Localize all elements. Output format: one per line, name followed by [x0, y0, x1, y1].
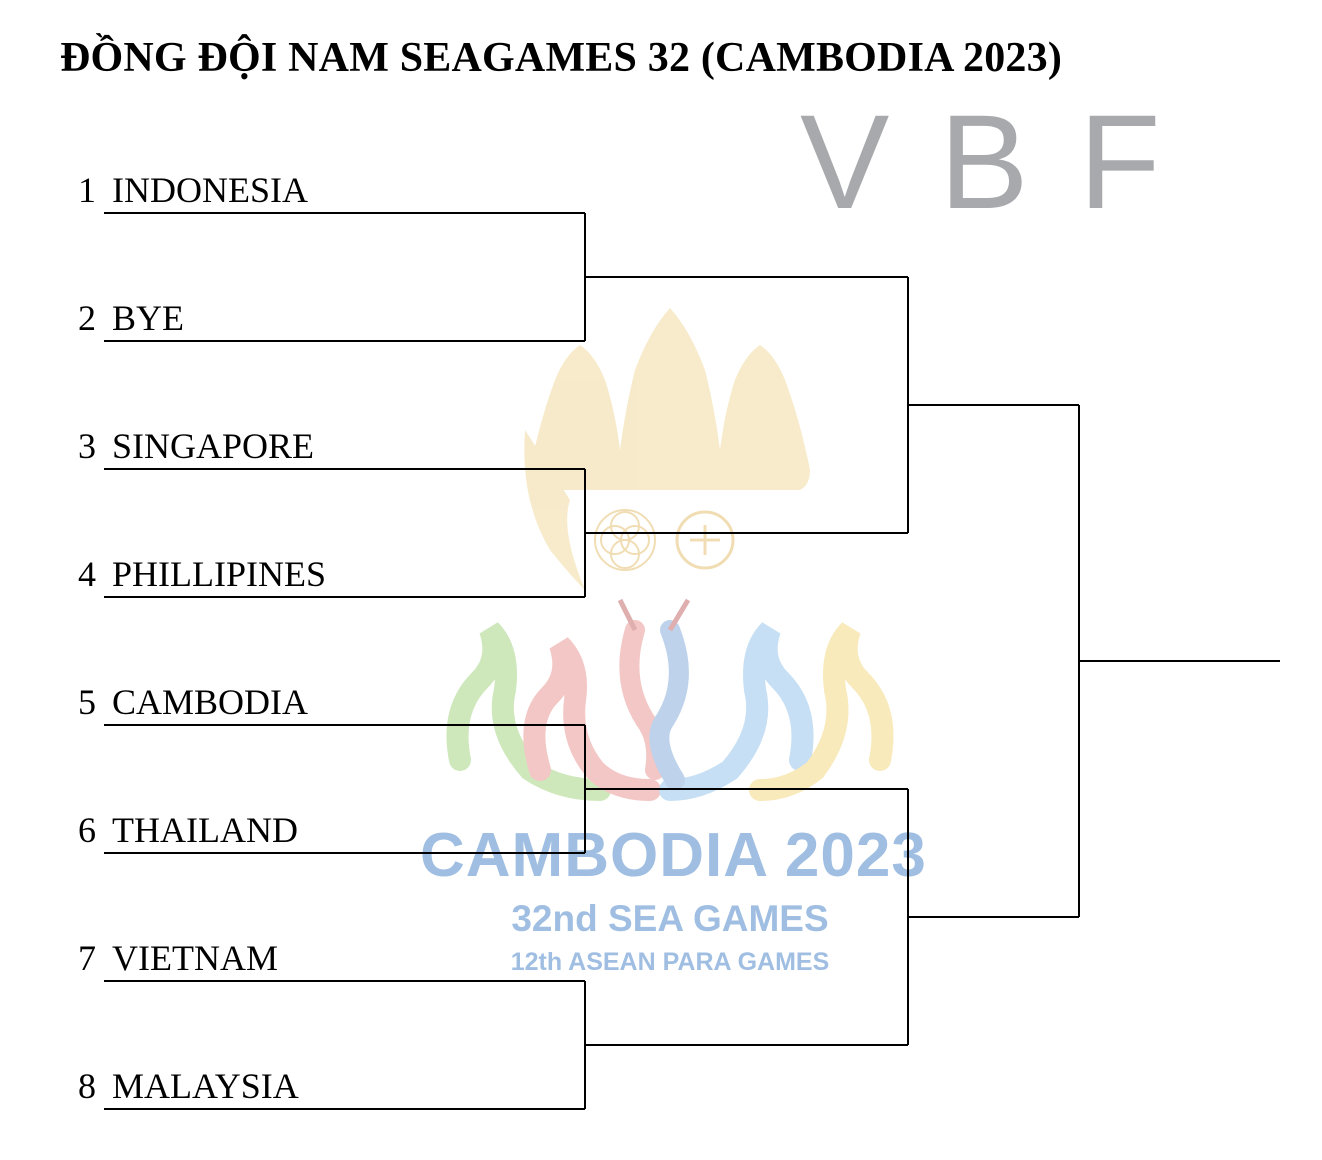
team-name: INDONESIA — [112, 170, 308, 210]
team-seed: 7 — [78, 938, 96, 978]
rings-icon — [594, 509, 656, 571]
emblem-line-1: 32nd SEA GAMES — [511, 898, 829, 939]
team-name: SINGAPORE — [112, 426, 315, 466]
team-name: BYE — [112, 298, 184, 338]
team-name: THAILAND — [112, 810, 298, 850]
team-name: CAMBODIA — [112, 682, 309, 722]
sea-games-emblem-graphic — [446, 308, 894, 801]
team-seed: 8 — [78, 1066, 96, 1106]
team-seed: 3 — [78, 426, 96, 466]
cambodia-2023-emblem: CAMBODIA 2023 32nd SEA GAMES 12th ASEAN … — [420, 300, 927, 1000]
page-title: ĐỒNG ĐỘI NAM SEAGAMES 32 (CAMBODIA 2023) — [60, 35, 1063, 81]
emblem-title: CAMBODIA 2023 — [420, 821, 927, 890]
team-entry-1: 1 INDONESIA — [78, 172, 308, 208]
emblem-line-2: 12th ASEAN PARA GAMES — [510, 948, 830, 976]
team-seed: 5 — [78, 682, 96, 722]
asean-emblem-icon — [675, 510, 735, 570]
team-entry-5: 5 CAMBODIA — [78, 684, 308, 720]
team-seed: 2 — [78, 298, 96, 338]
naga-icon — [446, 598, 894, 801]
team-seed: 4 — [78, 554, 96, 594]
team-seed: 1 — [78, 170, 96, 210]
team-entry-2: 2 BYE — [78, 300, 184, 336]
team-entry-3: 3 SINGAPORE — [78, 428, 314, 464]
team-entry-6: 6 THAILAND — [78, 812, 298, 848]
team-entry-4: 4 PHILLIPINES — [78, 556, 326, 592]
team-name: MALAYSIA — [112, 1066, 299, 1106]
team-seed: 6 — [78, 810, 96, 850]
team-name: VIETNAM — [112, 938, 278, 978]
team-name: PHILLIPINES — [112, 554, 326, 594]
team-entry-7: 7 VIETNAM — [78, 940, 278, 976]
vbf-logo: VBF — [800, 88, 1211, 237]
team-entry-8: 8 MALAYSIA — [78, 1068, 299, 1104]
